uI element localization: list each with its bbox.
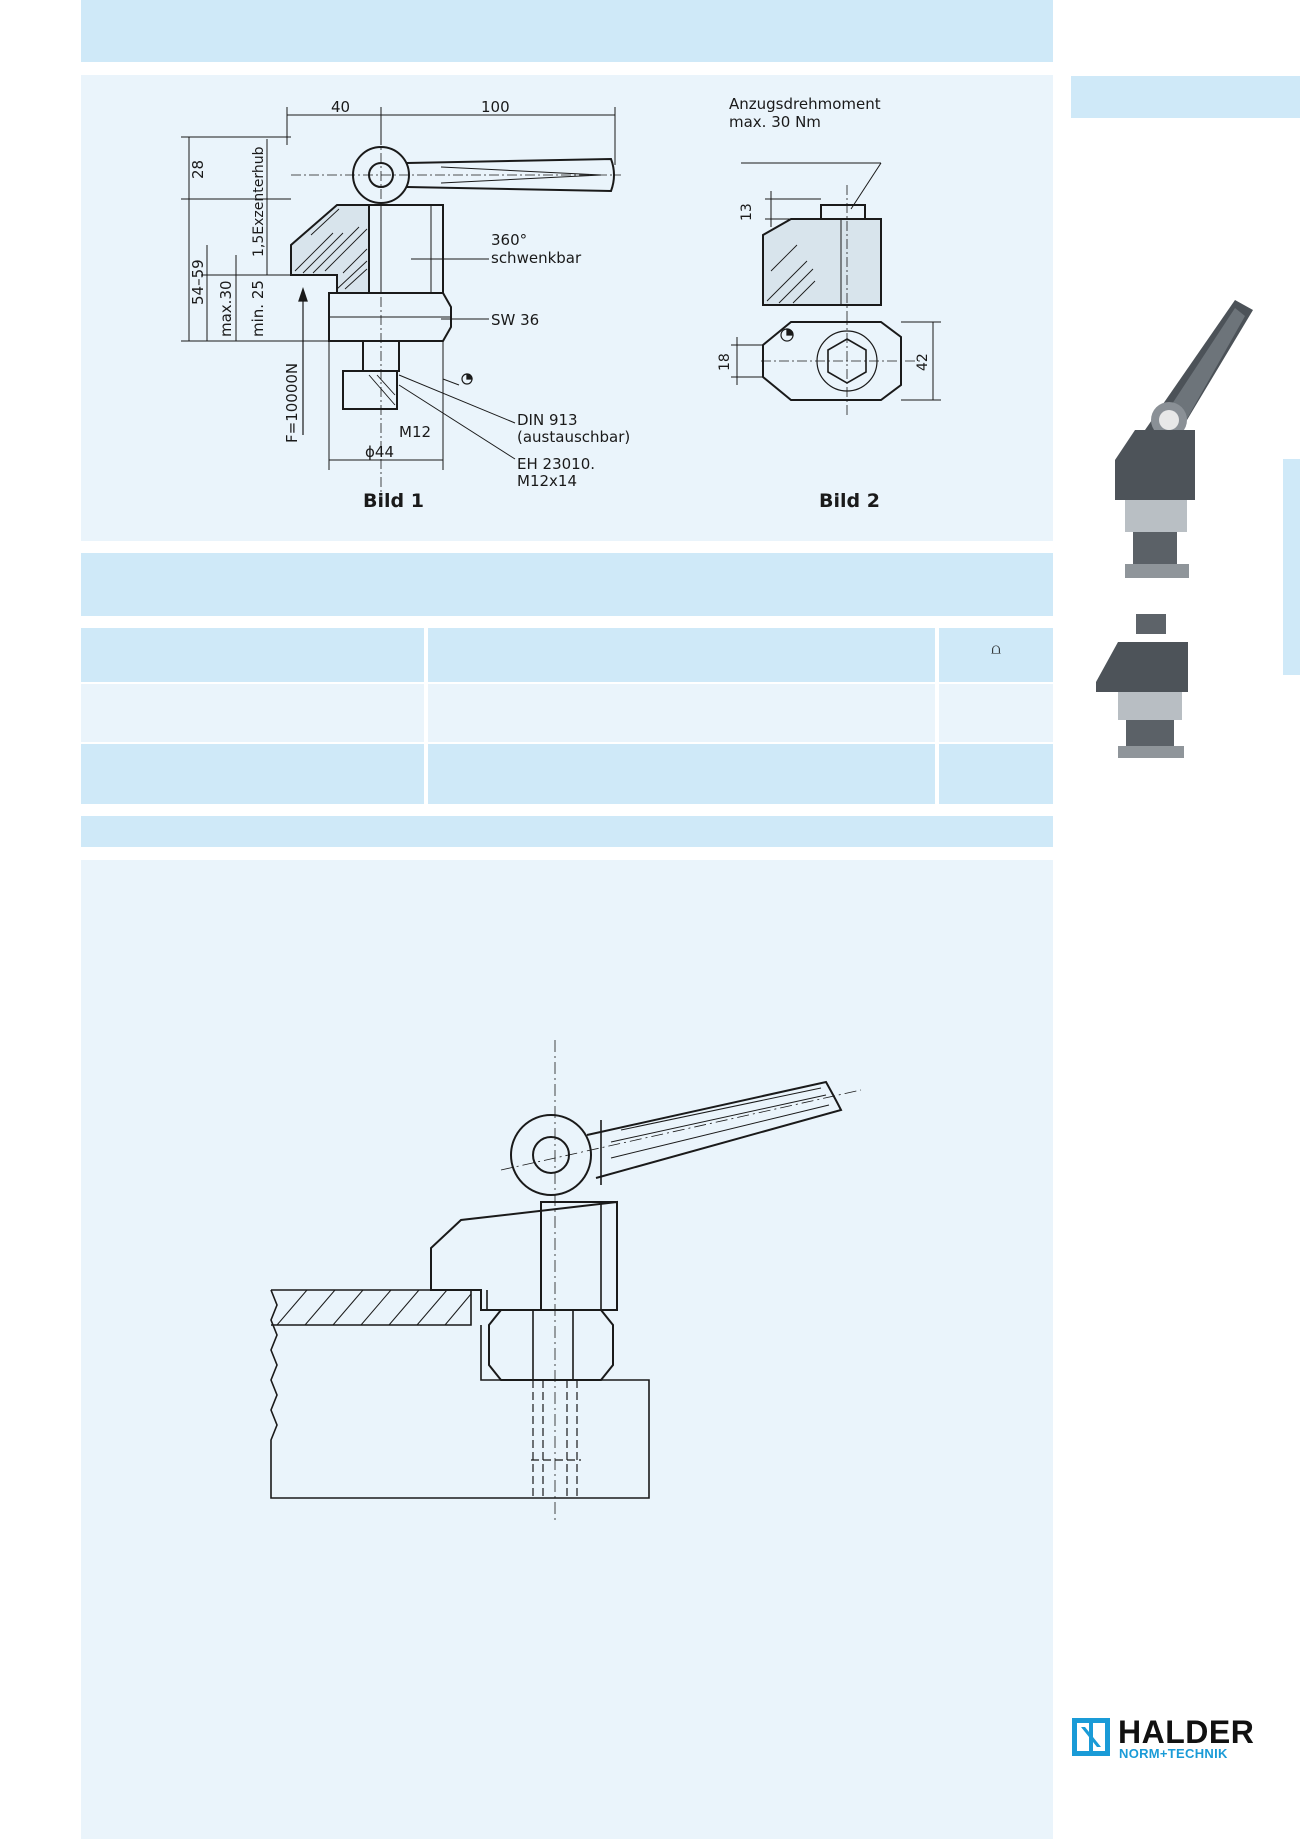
dim-13: 13 <box>739 203 755 221</box>
logo-subtitle: NORM+TECHNIK <box>1119 1746 1228 1761</box>
product-photo-clamp <box>1096 614 1188 758</box>
dim-28: 28 <box>189 160 207 179</box>
dim-54-59: 54–59 <box>189 259 207 305</box>
header-cell-1 <box>81 628 424 682</box>
product-photo-lever-clamp <box>1115 300 1253 578</box>
label-schwenkbar: schwenkbar <box>491 249 582 267</box>
dim-exzenterhub: 1,5Exzenterhub <box>251 146 267 257</box>
table-row <box>81 744 1053 804</box>
table-header-row: ⩍ <box>81 628 1053 682</box>
label-d44: ϕ44 <box>365 443 394 461</box>
label-sw36: SW 36 <box>491 311 539 329</box>
table-title-band <box>81 553 1053 616</box>
side-register-marker <box>1283 459 1300 675</box>
note-band <box>81 816 1053 847</box>
dim-40: 40 <box>331 98 350 116</box>
caption-bild2: Bild 2 <box>819 490 880 512</box>
torque-value: max. 30 Nm <box>729 113 821 131</box>
application-drawing <box>270 1040 862 1520</box>
dim-100: 100 <box>481 98 510 116</box>
application-example-panel <box>81 860 1053 1839</box>
dim-42: 42 <box>915 353 931 371</box>
table-cell <box>81 684 424 742</box>
header-cell-2 <box>428 628 935 682</box>
force-label: F=10000N <box>283 363 301 443</box>
header-band <box>81 0 1053 62</box>
label-m12x14: M12x14 <box>517 472 577 490</box>
label-austauschbar: (austauschbar) <box>517 428 630 446</box>
dim-18: 18 <box>717 353 733 371</box>
product-table: ⩍ <box>81 628 1053 804</box>
table-cell <box>939 744 1053 804</box>
label-eh23010: EH 23010. <box>517 455 595 473</box>
table-cell <box>428 744 935 804</box>
label-360: 360° <box>491 231 527 249</box>
weight-icon: ⩍ <box>991 640 1001 658</box>
technical-drawing: 40 100 28 1,5Exzenterhub 54–59 max.30 mi… <box>181 95 941 512</box>
table-cell <box>428 684 935 742</box>
table-cell <box>81 744 424 804</box>
halder-logo-icon <box>1072 1718 1110 1756</box>
side-tab <box>1071 76 1300 118</box>
dim-max30: max.30 <box>217 280 235 337</box>
technical-drawing-panel: 40 100 28 1,5Exzenterhub 54–59 max.30 mi… <box>81 75 1053 541</box>
label-m12: M12 <box>399 423 431 441</box>
halder-logo: HALDER NORM+TECHNIK <box>1072 1714 1272 1761</box>
dim-min25: min. 25 <box>249 280 267 337</box>
table-row <box>81 684 1053 742</box>
table-cell <box>939 684 1053 742</box>
torque-label: Anzugsdrehmoment <box>729 95 881 113</box>
label-din913: DIN 913 <box>517 411 578 429</box>
logo-name: HALDER <box>1118 1714 1255 1750</box>
header-cell-3: ⩍ <box>939 628 1053 682</box>
caption-bild1: Bild 1 <box>363 490 424 512</box>
